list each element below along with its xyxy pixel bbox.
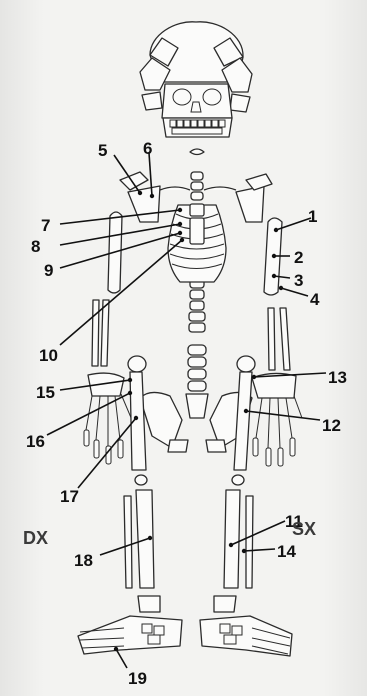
skull [140,22,252,155]
label-2: 2 [294,248,303,267]
scapula-left [236,186,264,222]
orbit-left [203,89,221,105]
nasal-cavity [191,102,201,112]
fibula-left [246,496,253,588]
side-label-right: DX [23,528,48,548]
femur-left [234,372,252,470]
tibia-left [224,490,240,588]
acromion-right [120,172,148,190]
scapula-right [128,186,160,222]
pubis-right [168,440,188,452]
label-1: 1 [308,207,317,226]
hyoid [190,149,204,155]
radius-left [268,308,275,370]
patella-left [232,475,244,485]
ulna-left [280,308,290,370]
orbit-right [173,89,191,105]
right-leg [124,356,154,588]
radius-right [92,300,99,366]
label-12: 12 [322,416,341,435]
ulna-right [101,300,109,366]
skull-temporal-left [142,92,162,110]
foot-right [78,596,182,654]
acromion-left [246,174,272,190]
label-7: 7 [41,216,50,235]
label-13: 13 [328,368,347,387]
rib-cage [160,187,236,282]
label-19: 19 [128,669,147,688]
sacrum [186,394,208,418]
foot-left [200,596,292,656]
femur-head-right [128,356,146,372]
left-arm [264,218,290,370]
label-5: 5 [98,141,107,160]
teeth [170,120,225,134]
clavicle-right [160,187,190,190]
left-leg [224,356,255,588]
pubis-left [206,440,226,452]
femur-right [130,372,146,470]
label-8: 8 [31,237,40,256]
label-15: 15 [36,383,55,402]
femur-head-left [237,356,255,372]
label-6: 6 [143,139,152,158]
skull-face [162,84,232,118]
label-10: 10 [39,346,58,365]
label-4: 4 [310,290,320,309]
fibula-right [124,496,132,588]
label-18: 18 [74,551,93,570]
label-17: 17 [60,487,79,506]
hand-right [84,373,132,464]
label-14: 14 [277,542,296,561]
patella-right [135,475,147,485]
label-16: 16 [26,432,45,451]
label-3: 3 [294,271,303,290]
side-label-left: SX [292,519,316,539]
label-9: 9 [44,261,53,280]
skull-temporal-right [230,94,250,112]
sternum-manubrium [190,204,204,216]
sternum-body [190,218,204,244]
clavicle-left [204,187,236,190]
hand-left [252,373,302,466]
